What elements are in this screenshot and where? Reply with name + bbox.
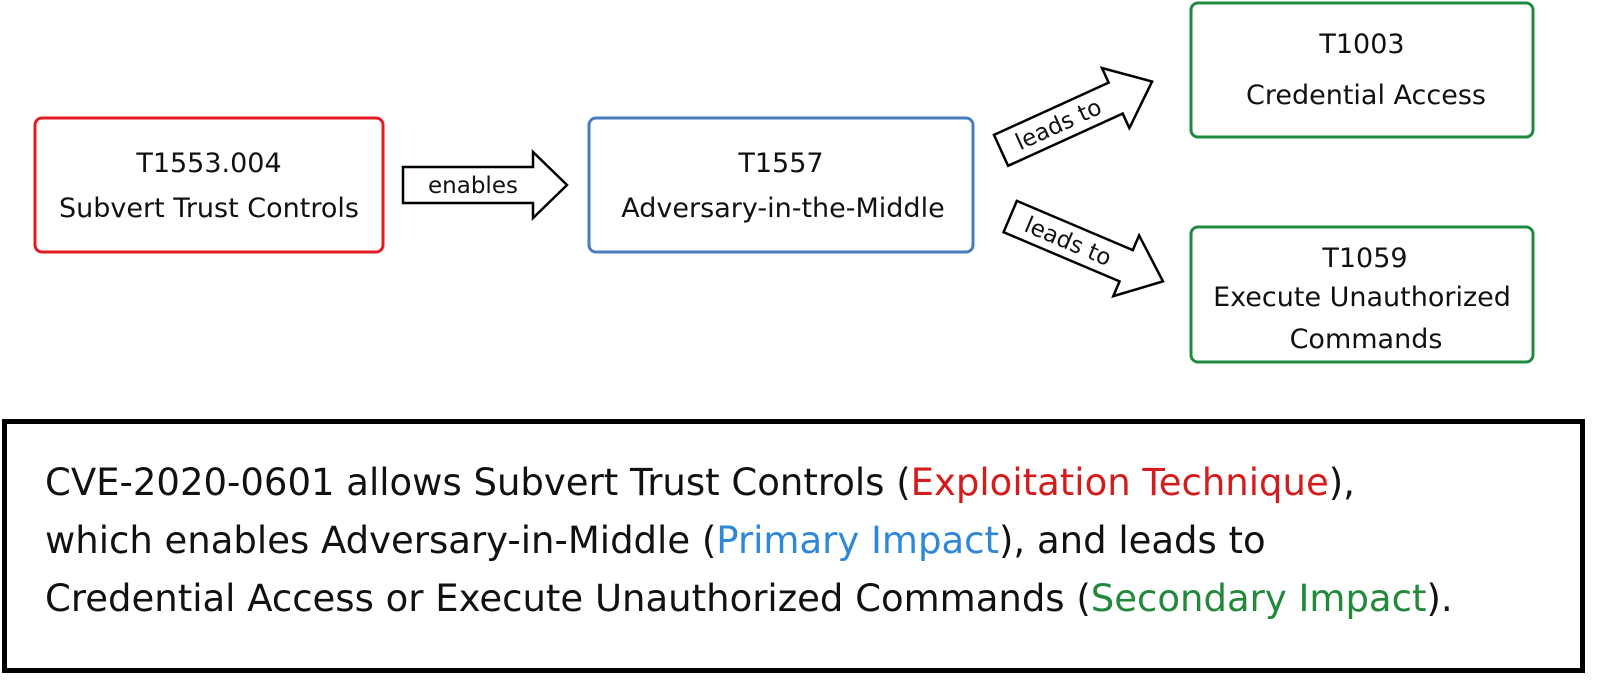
node-credential-id: T1003 [1318, 29, 1404, 60]
summary-box: CVE-2020-0601 allows Subvert Trust Contr… [2, 419, 1585, 673]
leads-to-upper-arrow [992, 66, 1154, 168]
leads-to-lower-arrow [1001, 199, 1165, 299]
node-execute-label-line1: Execute Unauthorized [1213, 282, 1511, 313]
enables-arrow [401, 149, 569, 221]
primary-impact-label: Primary Impact [716, 519, 999, 562]
summary-line-2-prefix: which enables Adversary-in-Middle ( [45, 519, 717, 562]
summary-line-3: Credential Access or Execute Unauthorize… [45, 570, 1575, 628]
node-execute-id: T1059 [1321, 243, 1407, 274]
summary-line-1-prefix: CVE-2020-0601 allows Subvert Trust Contr… [45, 461, 911, 504]
summary-line-3-prefix: Credential Access or Execute Unauthorize… [45, 577, 1091, 620]
summary-line-2: which enables Adversary-in-Middle (Prima… [45, 512, 1575, 570]
node-credential-box [1189, 1, 1535, 139]
summary-line-1-suffix: ), [1328, 461, 1355, 504]
edge-leads-to-execute: leads to [1001, 199, 1165, 299]
node-execute-unauthorized-commands: T1059 Execute Unauthorized Commands [1189, 225, 1535, 364]
node-subvert-id: T1553.004 [135, 148, 281, 179]
node-execute-box [1189, 225, 1535, 364]
node-credential-access: T1003 Credential Access [1189, 1, 1535, 139]
node-subvert-trust-controls: T1553.004 Subvert Trust Controls [33, 116, 385, 254]
summary-line-2-suffix: ), and leads to [998, 519, 1266, 562]
summary-line-1: CVE-2020-0601 allows Subvert Trust Contr… [45, 454, 1575, 512]
node-adversary-in-the-middle: T1557 Adversary-in-the-Middle [587, 116, 975, 254]
enables-label: enables [428, 173, 518, 199]
secondary-impact-label: Secondary Impact [1090, 577, 1427, 620]
summary-line-3-suffix: ). [1426, 577, 1453, 620]
node-subvert-label: Subvert Trust Controls [59, 193, 359, 224]
node-subvert-box [33, 116, 385, 254]
node-aitm-label: Adversary-in-the-Middle [621, 193, 944, 224]
edge-enables: enables [401, 149, 569, 221]
node-aitm-box [587, 116, 975, 254]
node-execute-label-line2: Commands [1290, 324, 1443, 355]
node-credential-label: Credential Access [1246, 80, 1486, 111]
edge-leads-to-credential: leads to [992, 66, 1154, 168]
summary-text: CVE-2020-0601 allows Subvert Trust Contr… [45, 454, 1575, 628]
node-aitm-id: T1557 [737, 148, 823, 179]
exploitation-technique-label: Exploitation Technique [910, 461, 1329, 504]
